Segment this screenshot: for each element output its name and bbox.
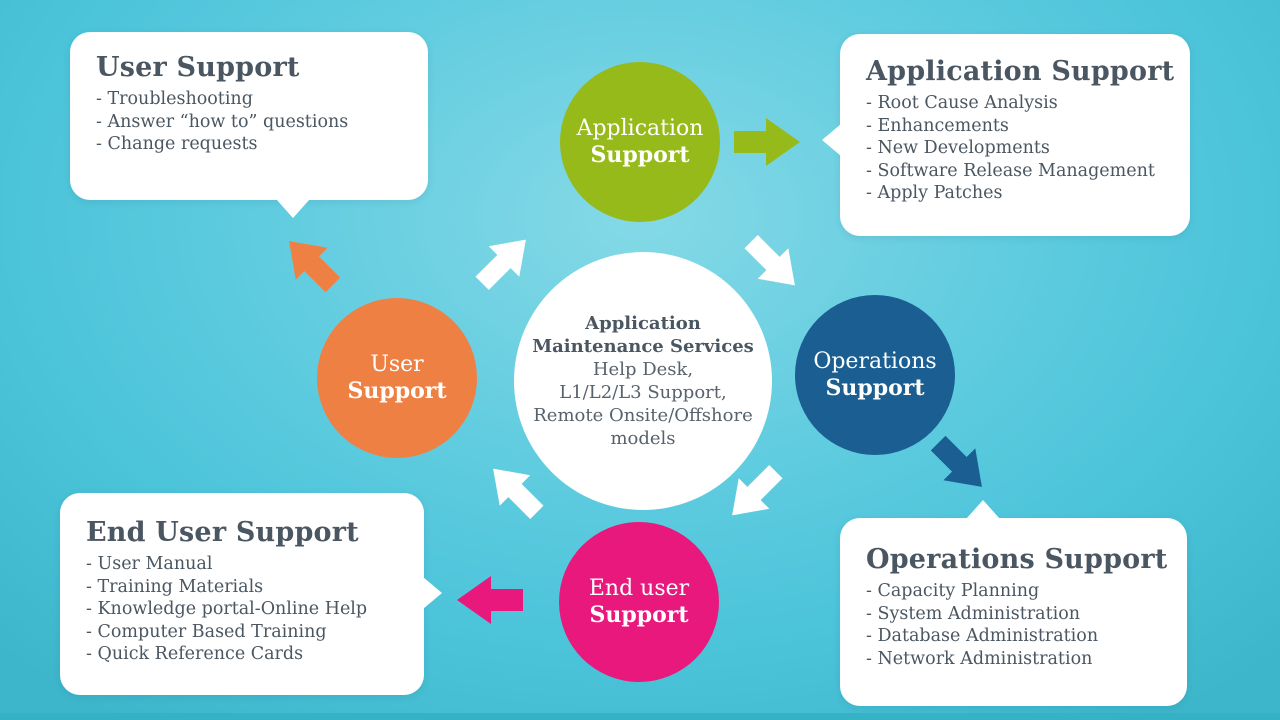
callout-list: - Root Cause Analysis - Enhancements - N…: [866, 92, 1164, 205]
circle-label: End user: [588, 576, 690, 601]
center-hub-title: Application Maintenance Services: [532, 313, 754, 357]
center-hub-line: Remote Onsite/Offshore models: [533, 405, 753, 449]
cycle-arrow-down-left-icon: [715, 455, 792, 532]
pink-arrow-icon: [455, 575, 525, 625]
callout-list: - Capacity Planning - System Administrat…: [866, 580, 1161, 670]
list-item: - Enhancements: [866, 115, 1009, 136]
green-arrow-icon: [733, 117, 801, 167]
blue-arrow-icon: [921, 426, 999, 504]
list-item: - User Manual: [86, 554, 213, 574]
center-hub-line: L1/L2/L3 Support,: [559, 382, 727, 403]
callout-title: Application Support: [866, 56, 1175, 87]
cycle-arrow-up-right-icon: [465, 223, 542, 300]
circle-label-bold: Support: [825, 375, 925, 401]
callout-tail-icon: [966, 500, 1000, 519]
callout-user-support: User Support - Troubleshooting - Answer …: [70, 32, 428, 218]
list-item: - New Developments: [866, 138, 1050, 158]
center-hub-text: Application Maintenance Services Help De…: [527, 312, 759, 450]
bottom-edge-strip: [0, 713, 1280, 720]
callout-tail-icon: [822, 124, 841, 156]
list-item: - Change requests: [96, 134, 258, 154]
list-item: - Training Materials: [86, 576, 264, 597]
list-item: - Root Cause Analysis: [866, 93, 1058, 113]
end-user-support-circle: End user Support: [559, 522, 719, 682]
circle-label-bold: Support: [590, 142, 690, 168]
user-support-circle: User Support: [317, 298, 477, 458]
list-item: - Computer Based Training: [86, 621, 327, 642]
list-item: - Quick Reference Cards: [86, 644, 304, 664]
cycle-arrow-down-right-icon: [734, 225, 811, 302]
center-hub-line: Help Desk,: [592, 359, 694, 380]
list-item: - Answer “how to” questions: [96, 111, 349, 132]
circle-label: Operations: [813, 349, 937, 374]
list-item: - Software Release Management: [866, 160, 1155, 181]
center-hub-circle: Application Maintenance Services Help De…: [514, 252, 772, 510]
cycle-arrow-up-left-icon: [476, 452, 553, 529]
callout-end-user-support: End User Support - User Manual - Trainin…: [60, 493, 442, 695]
callout-tail-icon: [423, 577, 442, 609]
callout-operations-support: Operations Support - Capacity Planning -…: [840, 500, 1187, 706]
orange-arrow-icon: [272, 224, 350, 302]
circle-label: Application: [576, 116, 704, 141]
list-item: - Network Administration: [866, 648, 1093, 669]
circle-label-bold: Support: [347, 378, 447, 404]
callout-application-support: Application Support - Root Cause Analysi…: [822, 34, 1190, 236]
circle-label-bold: Support: [589, 602, 689, 628]
application-support-circle: Application Support: [560, 62, 720, 222]
list-item: - Troubleshooting: [96, 89, 253, 109]
callout-list: - User Manual - Training Materials - Kno…: [86, 553, 398, 666]
list-item: - Apply Patches: [866, 183, 1003, 203]
circle-label: User: [370, 352, 424, 377]
list-item: - Database Administration: [866, 626, 1099, 646]
callout-title: End User Support: [86, 517, 359, 548]
operations-support-circle: Operations Support: [795, 295, 955, 455]
callout-tail-icon: [276, 199, 310, 218]
list-item: - Capacity Planning: [866, 581, 1040, 601]
list-item: - Knowledge portal-Online Help: [86, 599, 368, 619]
callout-list: - Troubleshooting - Answer “how to” ques…: [96, 88, 402, 156]
list-item: - System Administration: [866, 603, 1081, 624]
callout-title: User Support: [96, 52, 300, 83]
callout-title: Operations Support: [866, 544, 1168, 575]
